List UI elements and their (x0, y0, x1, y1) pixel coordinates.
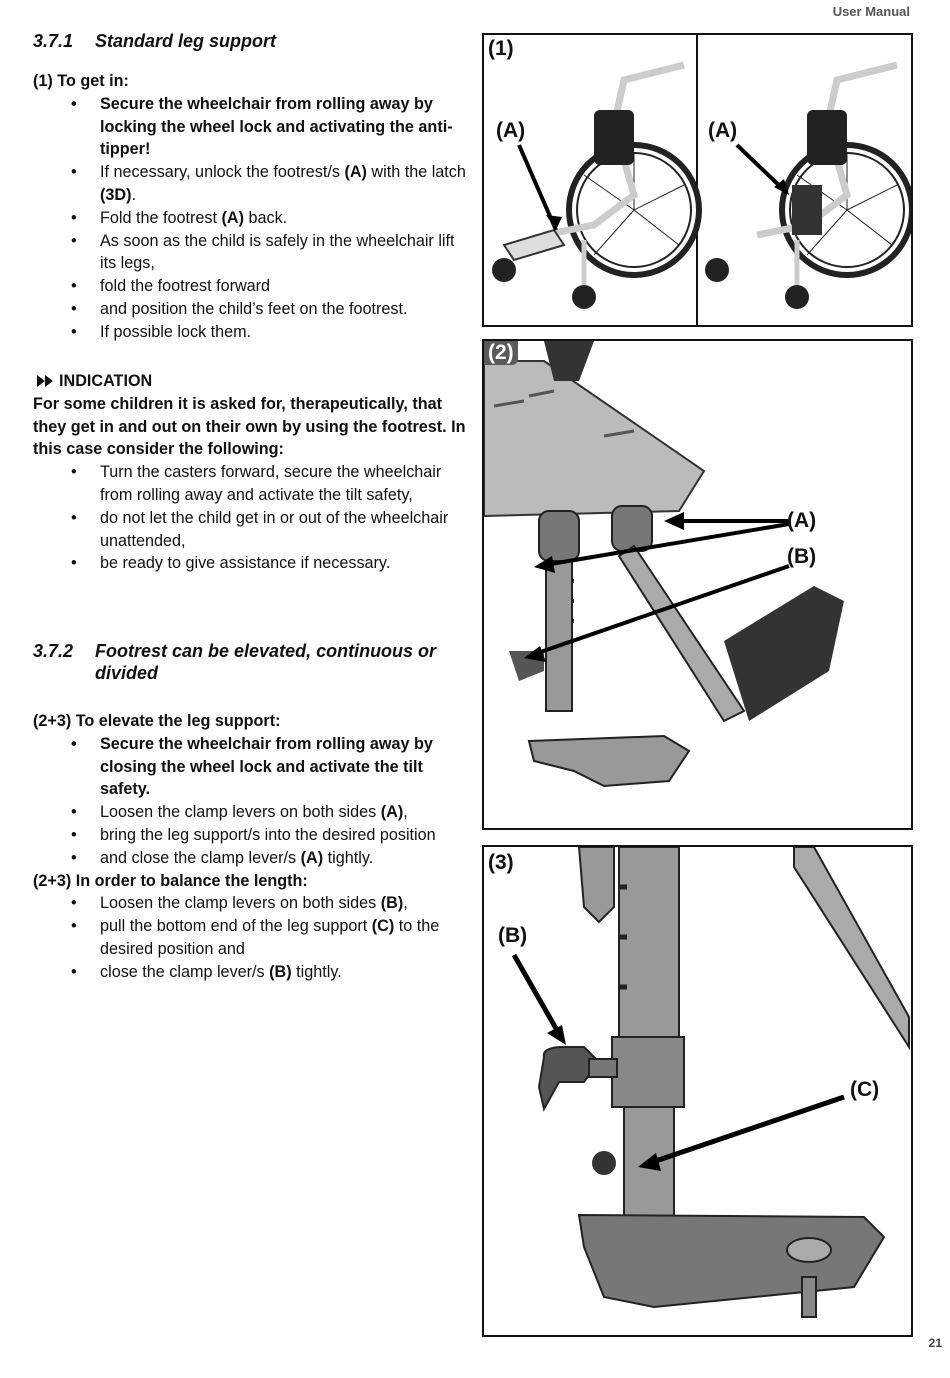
list-item: do not let the child get in or out of th… (33, 507, 468, 553)
leg-support-illustration (484, 341, 844, 788)
clamp-detail-illustration (511, 847, 910, 1318)
list-item: pull the bottom end of the leg support (… (33, 915, 468, 961)
list-item: Loosen the clamp levers on both sides (B… (33, 892, 468, 915)
figure-label: (2) (484, 341, 518, 365)
wheelchair-left (492, 61, 702, 309)
callout-a: (A) (787, 509, 817, 532)
figure-2-panel: (2) (A) (B) (482, 339, 913, 830)
double-arrow-icon (33, 373, 57, 389)
list-item: Turn the casters forward, secure the whe… (33, 461, 468, 507)
balance-lead: (2+3) In order to balance the length: (33, 871, 308, 890)
list-item: If necessary, unlock the footrest/s (A) … (33, 161, 468, 207)
wheelchair-illustration (492, 35, 911, 325)
callout-a-right: (A) (708, 119, 738, 142)
list-item: Secure the wheelchair from rolling away … (33, 93, 468, 161)
page-number: 21 (928, 1336, 942, 1350)
balance-list: Loosen the clamp levers on both sides (B… (33, 892, 468, 983)
figure-label: (3) (488, 851, 514, 874)
wheelchair-right (705, 61, 911, 309)
list-item: and position the child’s feet on the foo… (33, 298, 468, 321)
section-3-7-2: 3.7.2 Footrest can be elevated, continuou… (33, 640, 468, 984)
section-heading: 3.7.2 Footrest can be elevated, continuou… (33, 640, 468, 684)
callout-b: (B) (498, 924, 528, 947)
indication-text: For some children it is asked for, thera… (33, 394, 466, 459)
section-heading: 3.7.1 Standard leg support (33, 30, 468, 52)
section-title: Footrest can be elevated, continuous or … (95, 641, 437, 683)
list-item: bring the leg support/s into the desired… (33, 824, 468, 847)
get-in-list: Secure the wheelchair from rolling away … (33, 93, 468, 344)
figure-label: (1) (488, 37, 514, 60)
get-in-lead: (1) To get in: (33, 72, 129, 90)
indication-label: INDICATION (59, 372, 153, 390)
callout-a-left: (A) (496, 119, 526, 142)
indication-list: Turn the casters forward, secure the whe… (33, 461, 468, 575)
list-item: As soon as the child is safely in the wh… (33, 230, 468, 276)
elevate-lead: (2+3) To elevate the leg support: (33, 712, 281, 730)
figure-1-panel: (1) (A) (A) (482, 33, 913, 327)
list-item: be ready to give assistance if necessary… (33, 552, 468, 575)
list-item: and close the clamp lever/s (A) tightly. (33, 847, 468, 870)
callout-b: (B) (787, 545, 817, 568)
list-item: Secure the wheelchair from rolling away … (33, 733, 468, 801)
figure-3-panel: (3) (B) (C) (482, 845, 913, 1337)
running-header: User Manual (832, 4, 910, 19)
list-item: Loosen the clamp levers on both sides (A… (33, 801, 468, 824)
list-item: fold the footrest forward (33, 275, 468, 298)
indication-block: INDICATION For some children it is asked… (33, 370, 468, 575)
section-number: 3.7.2 (33, 641, 74, 661)
section-number: 3.7.1 (33, 31, 74, 51)
list-item: Fold the footrest (A) back. (33, 207, 468, 230)
list-item: close the clamp lever/s (B) tightly. (33, 961, 468, 984)
indication-heading: INDICATION (33, 370, 468, 393)
list-item: If possible lock them. (33, 321, 468, 344)
section-3-7-1: 3.7.1 Standard leg support (1) To get in:… (33, 30, 468, 344)
section-title: Standard leg support (95, 31, 277, 51)
elevate-list: Secure the wheelchair from rolling away … (33, 733, 468, 870)
callout-c: (C) (850, 1078, 880, 1101)
